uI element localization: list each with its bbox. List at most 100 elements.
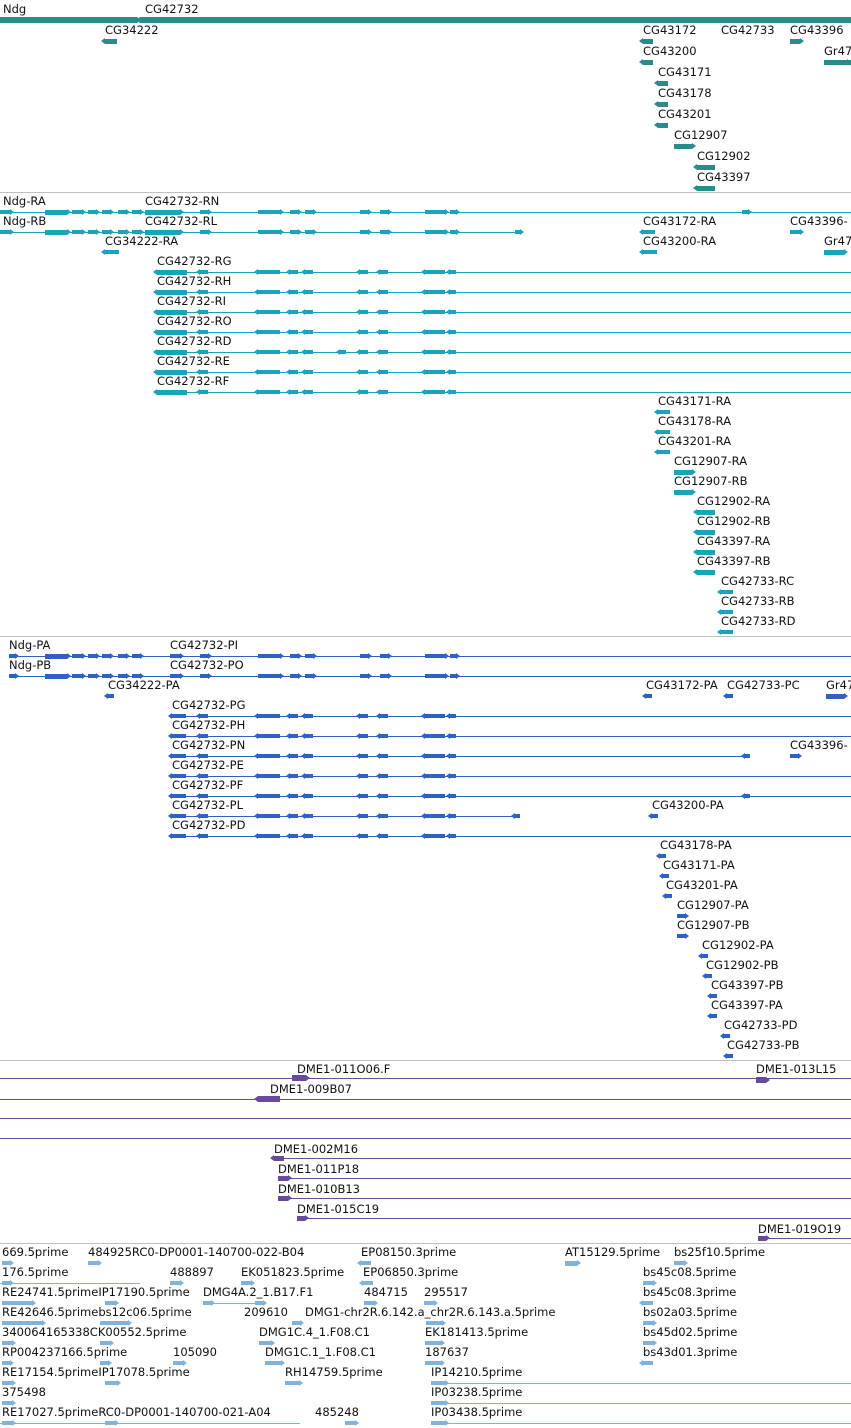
transcript-exon-block[interactable]	[380, 330, 388, 334]
transcript-exon-block[interactable]	[340, 350, 346, 354]
transcript-exon-block[interactable]	[290, 370, 298, 374]
transcript-exon-block[interactable]	[200, 350, 208, 354]
est-exon-block[interactable]	[565, 1261, 577, 1266]
transcript-exon-block[interactable]	[145, 210, 180, 215]
protein-exon-block[interactable]	[258, 834, 280, 838]
clone-exon-block[interactable]	[297, 1216, 305, 1221]
protein-feature-label[interactable]: CG42732-PN	[172, 738, 246, 752]
transcript-exon-block[interactable]	[157, 390, 187, 395]
transcript-exon-block[interactable]	[258, 390, 280, 394]
protein-feature-label[interactable]: CG12907-PB	[677, 918, 750, 932]
transcript-exon-block[interactable]	[643, 250, 657, 254]
transcript-exon-block[interactable]	[157, 370, 187, 375]
transcript-exon-block[interactable]	[132, 230, 140, 234]
transcript-exon-block[interactable]	[102, 210, 110, 214]
gene-exon-block[interactable]	[658, 81, 668, 86]
clone-feature-label[interactable]: DME1-009B07	[270, 1082, 352, 1096]
protein-exon-block[interactable]	[172, 754, 186, 758]
protein-feature-label[interactable]: CG43171-PA	[663, 858, 735, 872]
protein-exon-block[interactable]	[450, 814, 456, 818]
transcript-exon-block[interactable]	[721, 590, 733, 594]
gene-feature-label[interactable]: Gr47	[824, 44, 851, 58]
protein-exon-block[interactable]	[305, 714, 313, 718]
gene-exon-block[interactable]	[643, 60, 653, 65]
protein-exon-block[interactable]	[305, 754, 313, 758]
protein-feature-label[interactable]: CG42732-PO	[170, 658, 244, 672]
transcript-exon-block[interactable]	[200, 230, 208, 234]
transcript-exon-block[interactable]	[258, 350, 280, 354]
est-feature-label[interactable]: 375498	[2, 1385, 46, 1399]
transcript-exon-block[interactable]	[450, 230, 456, 234]
transcript-exon-block[interactable]	[380, 310, 388, 314]
est-exon-block[interactable]	[255, 1301, 263, 1305]
est-exon-block[interactable]	[259, 1341, 271, 1345]
gene-feature-label[interactable]: CG43397	[697, 170, 751, 184]
transcript-exon-block[interactable]	[742, 210, 748, 214]
est-exon-block[interactable]	[2, 1261, 10, 1265]
gene-feature-label[interactable]: CG43178	[658, 86, 712, 100]
transcript-feature-label[interactable]: CG42732-RD	[157, 334, 232, 348]
transcript-exon-block[interactable]	[305, 370, 313, 374]
transcript-exon-block[interactable]	[290, 270, 298, 274]
protein-exon-block[interactable]	[450, 714, 456, 718]
transcript-exon-block[interactable]	[290, 350, 298, 354]
est-feature-label[interactable]: bs02a03.5prime	[643, 1305, 738, 1319]
est-exon-block[interactable]	[363, 1281, 373, 1285]
est-exon-block[interactable]	[674, 1261, 684, 1265]
protein-feature-label[interactable]: CG42733-PB	[727, 1038, 800, 1052]
transcript-exon-block[interactable]	[72, 230, 82, 234]
transcript-exon-block[interactable]	[425, 310, 445, 314]
protein-exon-block[interactable]	[45, 674, 67, 679]
protein-exon-block[interactable]	[305, 774, 313, 778]
est-feature-label[interactable]: bs45c08.3prime	[643, 1285, 737, 1299]
protein-exon-block[interactable]	[200, 674, 208, 678]
transcript-exon-block[interactable]	[157, 270, 187, 275]
est-feature-label[interactable]: IP14210.5prime	[431, 1365, 523, 1379]
est-exon-block[interactable]	[2, 1301, 32, 1305]
transcript-exon-block[interactable]	[258, 210, 280, 214]
est-exon-block[interactable]	[292, 1321, 300, 1325]
gene-exon-block[interactable]	[697, 165, 715, 170]
transcript-exon-block[interactable]	[721, 610, 733, 614]
transcript-exon-block[interactable]	[200, 330, 208, 334]
protein-exon-block[interactable]	[745, 754, 750, 758]
protein-exon-block[interactable]	[425, 774, 445, 778]
transcript-exon-block[interactable]	[118, 210, 126, 214]
transcript-exon-block[interactable]	[290, 210, 298, 214]
est-feature-label[interactable]: DMG1-chr2R.6.142.a_chr2R.6.143.a.5prime	[305, 1305, 556, 1319]
est-exon-block[interactable]	[643, 1281, 653, 1285]
transcript-exon-block[interactable]	[305, 210, 313, 214]
est-feature-label[interactable]: RE42646.5primebs12c06.5prime	[2, 1305, 192, 1319]
protein-exon-block[interactable]	[380, 794, 388, 798]
protein-exon-block[interactable]	[425, 834, 445, 838]
transcript-exon-block[interactable]	[674, 470, 692, 475]
protein-exon-block[interactable]	[360, 674, 368, 678]
clone-feature-label[interactable]: DME1-011O06.F	[297, 1062, 391, 1076]
gene-exon-block[interactable]	[0, 17, 137, 23]
transcript-exon-block[interactable]	[290, 390, 298, 394]
transcript-exon-block[interactable]	[697, 570, 715, 575]
est-exon-block[interactable]	[426, 1321, 442, 1325]
protein-feature-label[interactable]: CG12902-PB	[706, 958, 779, 972]
transcript-exon-block[interactable]	[200, 390, 208, 394]
transcript-exon-block[interactable]	[305, 270, 313, 274]
protein-feature-label[interactable]: CG42733-PD	[724, 1018, 798, 1032]
protein-exon-block[interactable]	[258, 714, 280, 718]
transcript-exon-block[interactable]	[790, 230, 800, 234]
transcript-feature-label[interactable]: CG12902-RB	[697, 514, 771, 528]
transcript-exon-block[interactable]	[425, 350, 445, 354]
est-exon-block[interactable]	[173, 1361, 183, 1365]
clone-exon-block[interactable]	[278, 1176, 288, 1181]
est-exon-block[interactable]	[265, 1361, 281, 1365]
gene-feature-label[interactable]: CG43200	[643, 44, 697, 58]
est-exon-block[interactable]	[105, 1381, 117, 1385]
est-exon-block[interactable]	[364, 1301, 374, 1305]
protein-exon-block[interactable]	[727, 694, 733, 698]
protein-exon-block[interactable]	[305, 734, 313, 738]
protein-feature-label[interactable]: CG43200-PA	[652, 798, 724, 812]
transcript-feature-label[interactable]: CG43178-RA	[658, 414, 732, 428]
transcript-exon-block[interactable]	[450, 210, 456, 214]
transcript-exon-block[interactable]	[425, 230, 445, 234]
est-exon-block[interactable]	[431, 1381, 445, 1385]
est-feature-label[interactable]: 485248	[315, 1405, 359, 1419]
